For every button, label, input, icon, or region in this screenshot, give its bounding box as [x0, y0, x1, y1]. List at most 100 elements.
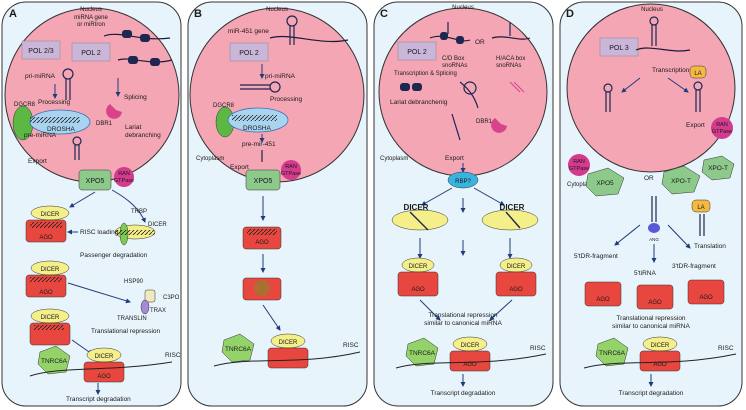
- hairpin-loop: [286, 15, 298, 27]
- panel-letter-c: C: [380, 8, 388, 20]
- dna-strand: [117, 58, 173, 63]
- arrow: [667, 224, 691, 249]
- processing-label: Processing: [38, 99, 71, 106]
- pol-label: POL 2: [239, 50, 259, 57]
- ran-label: RAN: [118, 171, 130, 177]
- translation-label: Translation: [694, 243, 726, 250]
- dicer-label: DICER: [409, 264, 428, 270]
- ran-gtpase: [711, 117, 733, 139]
- tnrc6a-label: TNRC6A: [225, 346, 252, 353]
- ang-shape: [648, 223, 660, 233]
- ran-label: GTPase: [569, 166, 589, 172]
- xpot-shape: [661, 165, 701, 195]
- dna-strand: [635, 47, 691, 52]
- lariat-label: debranching: [125, 132, 161, 139]
- ago-label: AGO: [39, 290, 53, 296]
- pol-box: [71, 42, 111, 62]
- lariat-label: Lariat debranchenig: [390, 99, 448, 106]
- tnrc6a-shape: [221, 333, 255, 363]
- processed-rna: [451, 113, 461, 141]
- gene-label: or miRtron: [77, 22, 105, 28]
- ago-label: AGO: [255, 240, 269, 246]
- panel-letter-a: A: [9, 8, 17, 20]
- ran-label: RAN: [285, 164, 297, 170]
- lariat-label: Lariat: [125, 124, 141, 131]
- exon-block: [456, 36, 464, 44]
- haca-label: snoRNAs: [496, 63, 521, 69]
- mrna-strand: [583, 353, 737, 369]
- hairpin-loop: [72, 136, 82, 146]
- ago-shape: [83, 361, 125, 383]
- pol-label: POL 3: [609, 45, 629, 52]
- snorna-fragment: [409, 211, 521, 231]
- ago-shape: [267, 347, 309, 369]
- ran-label: RAN: [716, 122, 728, 128]
- degradation-label: Transcript degradation: [431, 390, 496, 397]
- ago-shape: [687, 279, 725, 305]
- ran-label: GTPase: [712, 129, 732, 135]
- tnrc6a-shape: [37, 345, 71, 375]
- ago-label: AGO: [509, 287, 523, 293]
- trbp-label: TRBP: [131, 209, 147, 215]
- arrow: [473, 187, 505, 206]
- xpo5-shape: [245, 169, 281, 191]
- hairpin-rna: [65, 78, 71, 100]
- dicer-shape: [391, 209, 449, 231]
- arrow: [614, 224, 641, 246]
- ago-label: AGO: [411, 287, 425, 293]
- exon-block: [400, 83, 410, 91]
- dna-strand: [491, 36, 531, 40]
- rbp-label: RBP?: [455, 179, 471, 185]
- la-label: LA: [694, 71, 701, 77]
- trax-shape: [140, 299, 150, 315]
- ago-label: AGO: [97, 374, 111, 380]
- nucleus-label: Nucleus: [641, 7, 663, 13]
- risc-label: RISC: [165, 352, 181, 359]
- exon-block: [150, 58, 160, 66]
- pre-label: pre-miRNA: [24, 132, 57, 139]
- panel-a: A Nucleus miRNA gene or miRtron POL 2/3 …: [1, 1, 182, 407]
- ago-shape: [639, 350, 681, 372]
- exon-block: [122, 30, 132, 38]
- ago-label: AGO: [463, 362, 477, 368]
- duplex-rna: [30, 117, 80, 123]
- dicer-label: DICER: [651, 343, 670, 349]
- pri-label: pri-miRNA: [265, 73, 296, 80]
- repression-label: Translational repression: [428, 312, 498, 319]
- ran-gtpase: [281, 160, 301, 180]
- frag3-label: 3'tDR-fragment: [672, 263, 716, 270]
- nucleus-label: Nucleus: [266, 7, 288, 13]
- ran-label: RAN: [573, 159, 585, 165]
- ran-label: GTPase: [114, 178, 134, 184]
- risc-label: RISC: [530, 345, 546, 352]
- c3po-label: C3PO: [163, 295, 180, 301]
- pol-box: [229, 42, 269, 62]
- gene-label: miRNA gene: [74, 15, 108, 21]
- la-shape: [691, 199, 711, 213]
- hairpin-loop: [603, 83, 613, 93]
- dicer-label: DICER: [95, 354, 114, 360]
- pol-label: POL 2/3: [28, 48, 54, 55]
- ran-gtpase: [114, 167, 134, 187]
- passenger-label: Passenger degradation: [80, 252, 148, 259]
- degradation-label: Transcript degradation: [619, 390, 684, 397]
- trax-label: TRAX: [150, 308, 166, 314]
- trna: [605, 92, 611, 112]
- arrow: [69, 191, 96, 208]
- pol-label: POL 2: [81, 50, 101, 57]
- risc-label: RISC: [718, 345, 734, 352]
- ago-label: AGO: [653, 362, 667, 368]
- tnrc6a-label: TNRC6A: [41, 358, 68, 365]
- pol-label: POL 2: [407, 49, 427, 56]
- ang-label: ANG: [649, 237, 659, 242]
- repression-label: similar to canonical miRNA: [612, 323, 690, 330]
- frag5-label: 5'tDR-fragment: [574, 253, 618, 260]
- xpo5-label: XPO5: [596, 180, 614, 187]
- or-label: OR: [644, 175, 654, 182]
- ago-label: AGO: [596, 297, 610, 303]
- c3po-shape: [144, 289, 156, 303]
- xpo5-shape: [585, 167, 625, 197]
- ago-shape: [584, 281, 622, 307]
- exon-block: [140, 34, 150, 42]
